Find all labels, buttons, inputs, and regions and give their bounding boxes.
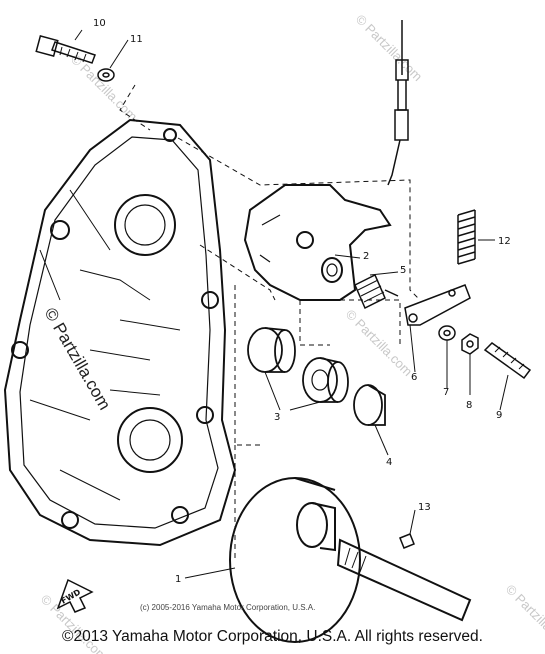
callout-11: 11 (130, 34, 143, 45)
part-6-lever (404, 284, 471, 326)
part-12-spring (457, 209, 476, 265)
callout-4: 4 (386, 457, 392, 468)
watermark-middle-right: © Partzilla.com (343, 307, 416, 380)
assembly-guide-lines (119, 84, 421, 560)
part-1-sheave (229, 477, 472, 643)
part-7-washer (438, 325, 456, 341)
part-9-stud (483, 342, 532, 380)
forward-arrow-icon: FWD (56, 578, 94, 613)
callout-6: 6 (411, 372, 417, 383)
callout-3: 3 (274, 412, 280, 423)
throttle-cable (387, 20, 409, 186)
callout-10: 10 (93, 18, 106, 29)
callout-9: 9 (496, 410, 502, 421)
part-4-disc (353, 384, 386, 426)
watermark-top-right: © Partzilla.com (353, 12, 426, 85)
callout-12: 12 (498, 236, 511, 247)
copyright-footer: ©2013 Yamaha Motor Corporation, U.S.A. A… (62, 628, 483, 645)
watermark-top-left: © Partzilla.com (68, 52, 141, 125)
part-5-gear (354, 273, 399, 310)
inner-copyright: (c) 2005-2016 Yamaha Motor Corporation, … (140, 603, 315, 612)
callout-1: 1 (175, 574, 181, 585)
callout-13: 13 (418, 502, 431, 513)
callout-5: 5 (400, 265, 406, 276)
part-8-nut (461, 333, 479, 355)
part-3-rollers (247, 327, 349, 403)
callout-8: 8 (466, 400, 472, 411)
part-2-housing (243, 184, 392, 301)
part-10-bolt (35, 35, 96, 64)
crankcase (3, 118, 237, 547)
part-13-key (399, 533, 415, 549)
callout-2: 2 (363, 251, 369, 262)
part-11-washer (97, 68, 115, 82)
watermark-center: © Partzilla.com (41, 305, 115, 414)
callout-7: 7 (443, 387, 449, 398)
leader-lines (74, 29, 509, 579)
